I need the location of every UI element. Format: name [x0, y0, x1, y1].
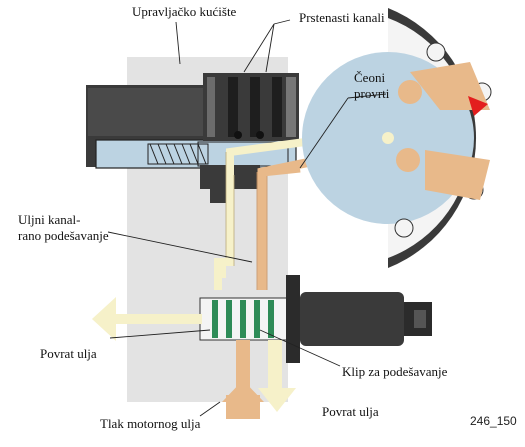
shaft-thread — [147, 143, 209, 165]
red-direction-arrow — [468, 96, 488, 116]
oil-return-left-label: Povrat ulja — [40, 346, 97, 361]
oil-return-bottom-label: Povrat ulja — [322, 404, 379, 419]
oil-channels-label-line2: rano podešavanje — [18, 228, 109, 243]
face-holes-label-line2: provrti — [354, 86, 390, 101]
ring-channels-label: Prstenasti kanali — [299, 10, 385, 25]
cam-adjuster-rotor — [302, 8, 492, 268]
oil-return-bottom-arrow — [258, 340, 296, 412]
ring-channel-collar — [203, 73, 299, 141]
leader-lines — [107, 19, 387, 417]
oil-channels-label-line1: Uljni kanal- — [18, 212, 81, 227]
oil-return-left-arrow — [92, 297, 202, 341]
engine-oil-pressure-arrow — [222, 340, 264, 419]
solenoid-valve — [199, 275, 432, 363]
adjust-piston-label: Klip za podešavanje — [342, 364, 448, 379]
housing-label: Upravljačko kućište — [132, 4, 237, 19]
engine-oil-pressure-label: Tlak motornog ulja — [100, 416, 201, 431]
face-holes-label-line1: Čeoni — [354, 70, 386, 85]
camshaft — [86, 85, 297, 203]
figure-code: 246_150 — [470, 414, 517, 428]
